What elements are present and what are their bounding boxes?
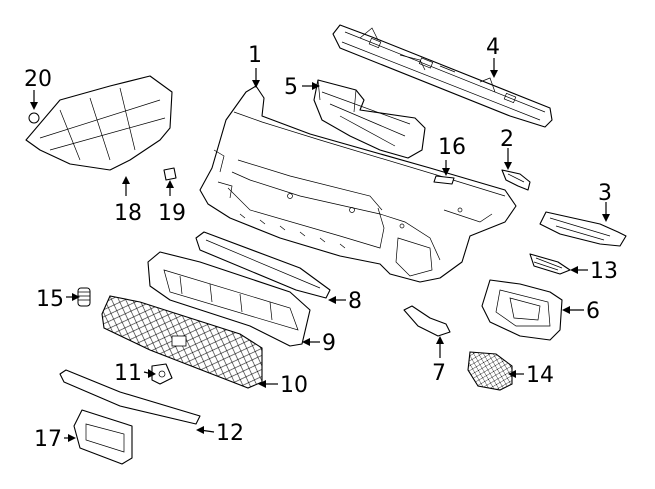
callout-13: 13 bbox=[590, 259, 618, 284]
callout-labels: 1 2 3 4 5 6 7 8 9 10 11 12 13 14 15 16 1… bbox=[24, 35, 618, 452]
part-3-side-bracket bbox=[539, 211, 627, 247]
callout-11: 11 bbox=[114, 361, 142, 386]
part-1-bumper-cover bbox=[199, 85, 517, 283]
callout-6: 6 bbox=[586, 299, 600, 324]
part-14-fog-grille bbox=[467, 351, 513, 391]
part-19-clip bbox=[163, 167, 177, 181]
callout-10: 10 bbox=[280, 373, 308, 398]
part-9-grille-frame bbox=[147, 251, 311, 347]
callout-14: 14 bbox=[526, 363, 554, 388]
part-4-reinforcement-bar bbox=[332, 24, 553, 128]
callout-20: 20 bbox=[24, 67, 52, 92]
callout-17: 17 bbox=[34, 427, 62, 452]
callout-3: 3 bbox=[598, 181, 612, 206]
callout-7: 7 bbox=[432, 361, 446, 386]
part-10-grille bbox=[101, 295, 263, 389]
part-6-fog-lamp-housing bbox=[481, 279, 563, 341]
part-2-bracket bbox=[501, 169, 531, 191]
leader-lines bbox=[30, 58, 610, 442]
callout-19: 19 bbox=[158, 201, 186, 226]
part-17-license-bracket bbox=[73, 409, 133, 465]
callout-5: 5 bbox=[284, 75, 298, 100]
part-8-molding bbox=[195, 231, 331, 299]
part-12-lower-strip bbox=[59, 369, 201, 425]
callout-4: 4 bbox=[486, 35, 500, 60]
callout-15: 15 bbox=[36, 287, 64, 312]
part-5-energy-absorber bbox=[313, 79, 426, 159]
part-16-clip bbox=[433, 175, 455, 185]
callout-9: 9 bbox=[322, 331, 336, 356]
callout-16: 16 bbox=[438, 135, 466, 160]
part-11-emblem-bracket bbox=[151, 363, 173, 385]
part-18-splash-shield bbox=[25, 75, 173, 171]
callout-12: 12 bbox=[216, 421, 244, 446]
callout-8: 8 bbox=[348, 289, 362, 314]
callout-2: 2 bbox=[500, 127, 514, 152]
part-13-vent bbox=[529, 253, 571, 275]
part-20-screw bbox=[28, 112, 40, 124]
callout-1: 1 bbox=[248, 43, 262, 68]
callout-18: 18 bbox=[114, 201, 142, 226]
part-7-bracket bbox=[403, 305, 451, 337]
